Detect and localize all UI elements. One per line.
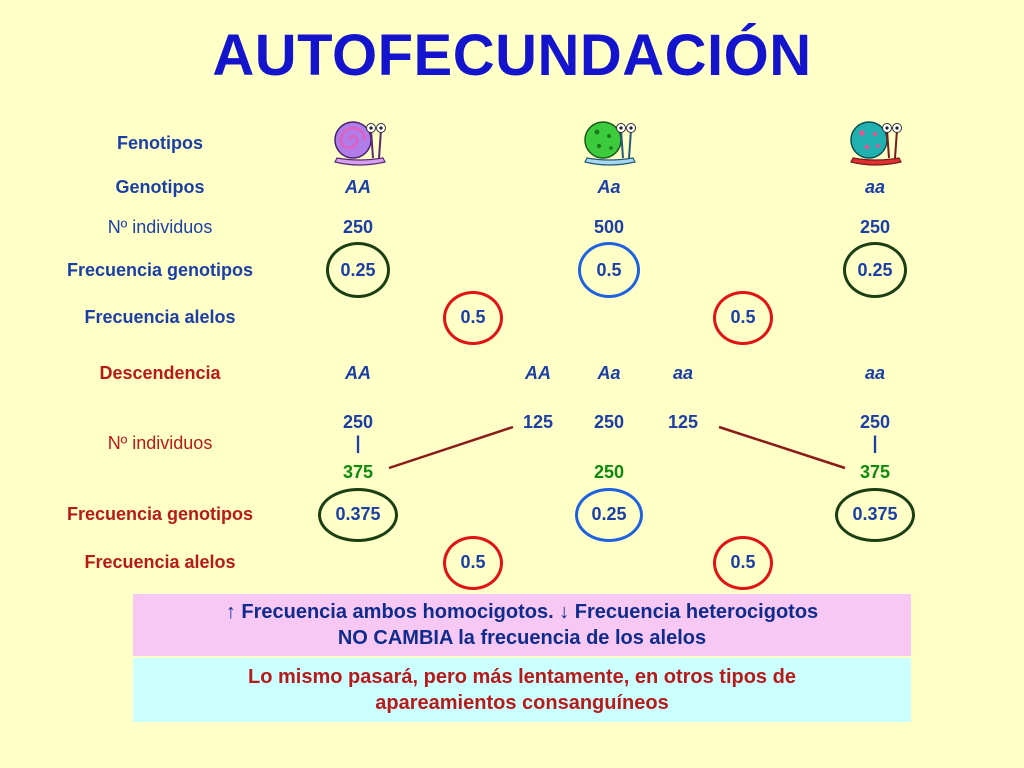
- offspring-genotype-aa: aa: [864, 363, 886, 383]
- offspring-count-AA-from-Aa: 125: [522, 412, 554, 432]
- offspring-count-Aa: 250: [593, 412, 625, 432]
- row-label-n-individuos: Nº individuos: [107, 217, 213, 237]
- ring-offspring-genotype-freq-AA: [318, 488, 398, 542]
- offspring-genotype-freq-aa: 0.375: [852, 504, 898, 524]
- note-line-1: Lo mismo pasará, pero más lentamente, en…: [248, 666, 796, 688]
- allele-freq-a: 0.5: [730, 307, 756, 327]
- offspring-genotype-AA: AA: [345, 363, 371, 383]
- connector-line-AA: [388, 425, 514, 470]
- total-AA: 375: [342, 462, 374, 482]
- count-AA: 250: [342, 217, 374, 237]
- total-aa: 375: [859, 462, 891, 482]
- offspring-count-AA: 250: [342, 412, 374, 432]
- genotype-Aa: Aa: [597, 177, 621, 197]
- genotype-freq-aa: 0.25: [857, 260, 893, 280]
- bar-AA: |: [355, 433, 361, 453]
- ring-allele-freq-A: [443, 291, 503, 345]
- offspring-count-aa: 250: [859, 412, 891, 432]
- genotype-AA: AA: [345, 177, 371, 197]
- row-label-frecuencia-alelos: Frecuencia alelos: [84, 307, 236, 327]
- purple-snail-icon: [334, 121, 386, 166]
- offspring-genotype-AA-from-Aa: AA: [525, 363, 551, 383]
- allele-freq-A: 0.5: [460, 307, 486, 327]
- row-label-frecuencia-genotipos-descendencia: Frecuencia genotipos: [66, 504, 254, 524]
- summary-line-2: NO CAMBIA la frecuencia de los alelos: [337, 627, 707, 649]
- teal-snail-icon: [850, 121, 902, 166]
- ring-offspring-allele-freq-A: [443, 536, 503, 590]
- genotype-aa: aa: [864, 177, 886, 197]
- row-label-frecuencia-alelos-descendencia: Frecuencia alelos: [84, 552, 236, 572]
- summary-line-1: ↑ Frecuencia ambos homocigotos. ↓ Frecue…: [225, 601, 819, 623]
- summary-box: ↑ Frecuencia ambos homocigotos. ↓ Frecue…: [133, 594, 911, 656]
- offspring-genotype-freq-Aa: 0.25: [591, 504, 627, 524]
- connector-line-aa: [718, 425, 846, 470]
- row-label-frecuencia-genotipos: Frecuencia genotipos: [66, 260, 254, 280]
- ring-genotype-freq-aa: [843, 242, 907, 298]
- ring-offspring-genotype-freq-aa: [835, 488, 915, 542]
- note-box: Lo mismo pasará, pero más lentamente, en…: [133, 658, 911, 722]
- ring-genotype-freq-Aa: [578, 242, 640, 298]
- count-aa: 250: [859, 217, 891, 237]
- ring-offspring-genotype-freq-Aa: [575, 488, 643, 542]
- count-Aa: 500: [593, 217, 625, 237]
- bar-aa: |: [872, 433, 878, 453]
- page-title: AUTOFECUNDACIÓN: [212, 23, 812, 88]
- row-label-descendencia: Descendencia: [99, 363, 221, 383]
- row-label-genotipos: Genotipos: [115, 177, 205, 197]
- note-line-2: apareamientos consanguíneos: [375, 692, 669, 714]
- offspring-count-aa-from-Aa: 125: [667, 412, 699, 432]
- ring-genotype-freq-AA: [326, 242, 390, 298]
- offspring-genotype-aa-from-Aa: aa: [672, 363, 694, 383]
- offspring-allele-freq-A: 0.5: [460, 552, 486, 572]
- ring-allele-freq-a: [713, 291, 773, 345]
- genotype-freq-AA: 0.25: [340, 260, 376, 280]
- offspring-allele-freq-a: 0.5: [730, 552, 756, 572]
- offspring-genotype-freq-AA: 0.375: [335, 504, 381, 524]
- total-Aa: 250: [593, 462, 625, 482]
- row-label-n-individuos-descendencia: Nº individuos: [107, 433, 213, 453]
- ring-offspring-allele-freq-a: [713, 536, 773, 590]
- green-snail-icon: [584, 121, 636, 166]
- offspring-genotype-Aa: Aa: [597, 363, 621, 383]
- genotype-freq-Aa: 0.5: [596, 260, 622, 280]
- row-label-fenotipos: Fenotipos: [117, 133, 203, 153]
